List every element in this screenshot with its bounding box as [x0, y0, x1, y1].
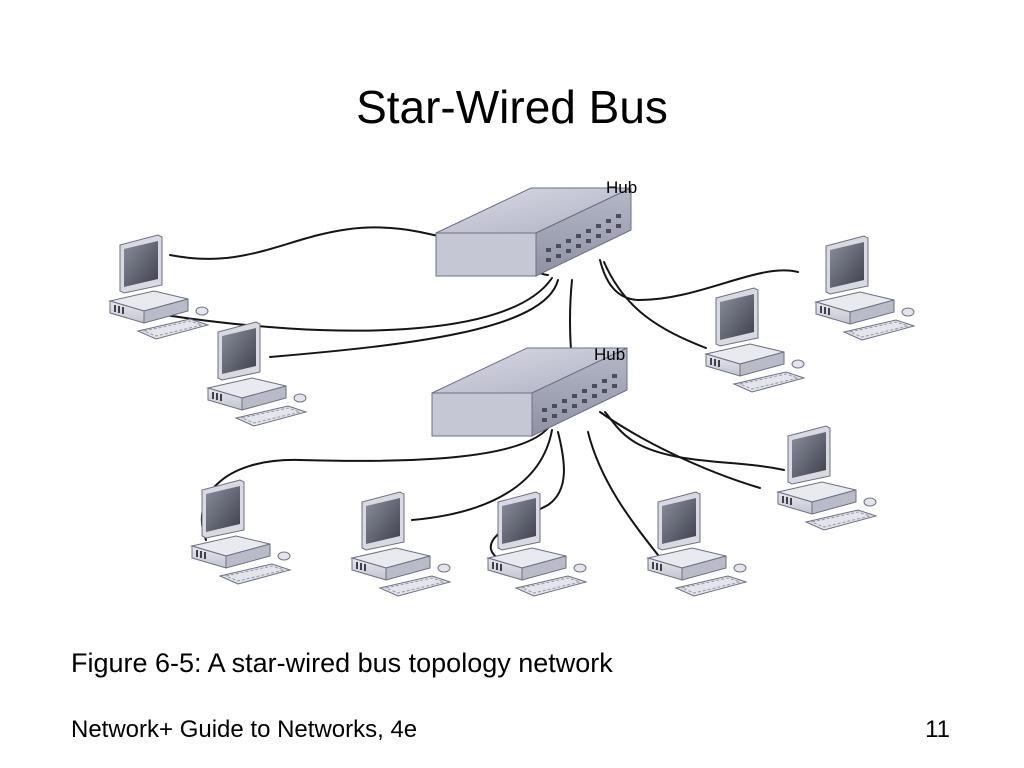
cable-pc-5 — [599, 259, 799, 302]
hub-bottom-label: Hub — [594, 345, 625, 364]
workstation — [351, 491, 451, 597]
footer-course-title: Network+ Guide to Networks, 4e — [71, 716, 418, 743]
figure-caption: Figure 6-5: A star-wired bus topology ne… — [71, 648, 613, 678]
cable-pc-10b — [599, 411, 761, 489]
workstation — [487, 491, 587, 597]
workstation — [705, 287, 805, 393]
footer-page-number: 11 — [925, 716, 950, 743]
hub-top: Hub — [435, 178, 637, 277]
cable-pc-4 — [603, 261, 707, 349]
workstation — [207, 321, 307, 427]
hub-top-label: Hub — [606, 178, 637, 197]
cable-pc-7 — [411, 429, 553, 521]
workstation — [777, 425, 877, 531]
cable-pc-3 — [269, 279, 559, 358]
workstation — [109, 234, 209, 340]
cable-pc-10 — [604, 411, 785, 471]
slide-title: Star-Wired Bus — [356, 81, 668, 133]
cable-pc-2 — [164, 277, 553, 332]
cable-pc-8 — [489, 431, 565, 561]
workstation — [191, 479, 291, 585]
workstation — [647, 491, 747, 597]
workstation — [815, 235, 915, 341]
network-diagram: Hub Hub — [109, 178, 915, 597]
cable-pc-9 — [587, 431, 659, 556]
hub-bottom: Hub — [431, 345, 628, 437]
cables — [164, 226, 799, 561]
